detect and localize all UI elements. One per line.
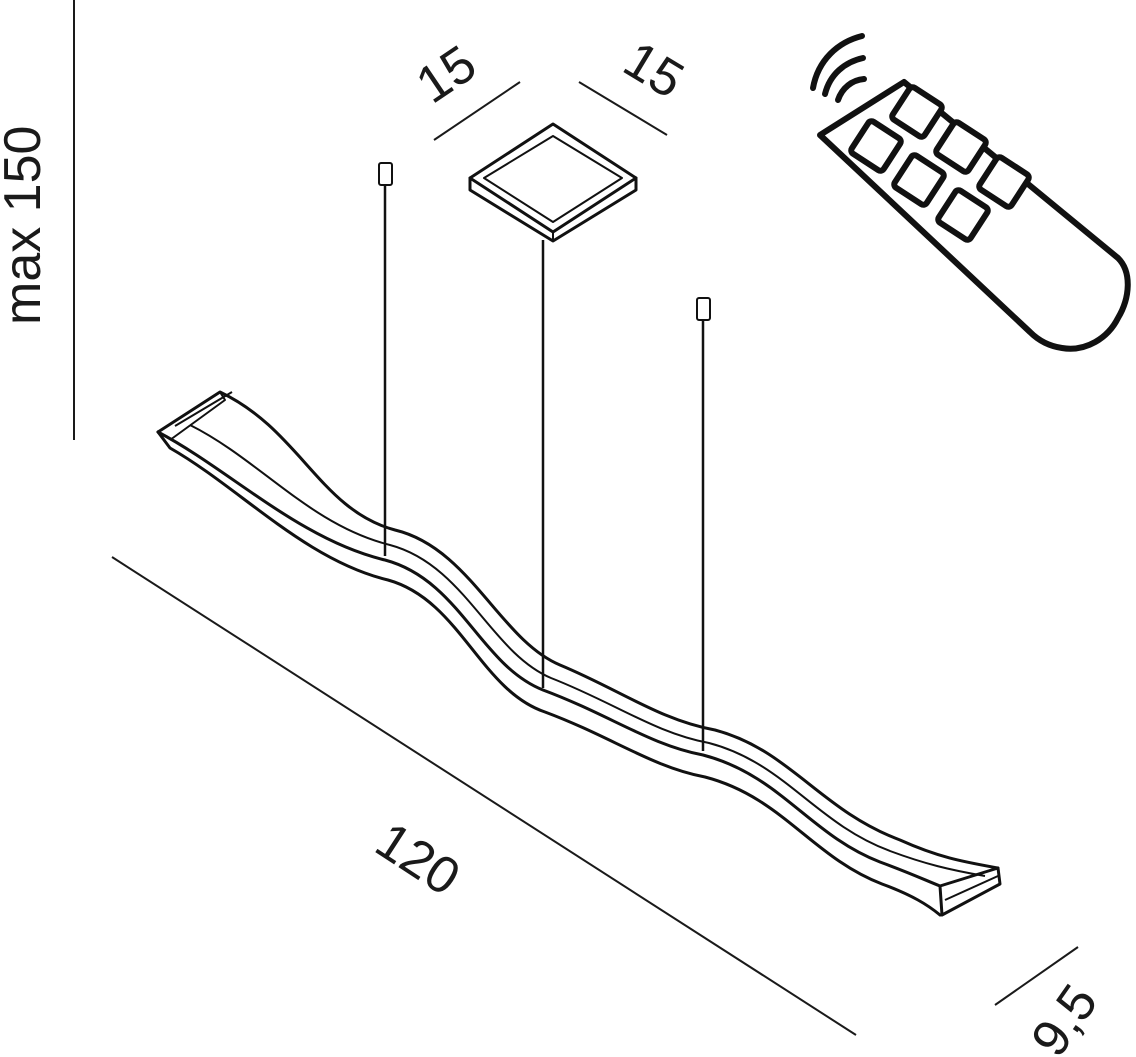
remote-button <box>976 154 1032 210</box>
wavy-lamp-body <box>156 390 1002 917</box>
canopy-depth-label: 15 <box>614 31 693 111</box>
signal-wave-icon <box>810 33 865 91</box>
canopy-width-label: 15 <box>406 35 486 115</box>
ceiling-canopy <box>468 122 638 243</box>
width-label: 9,5 <box>1020 974 1109 1057</box>
length-label: 120 <box>365 811 469 907</box>
remote-button <box>848 118 904 174</box>
cable-clamp-right <box>696 297 711 321</box>
length-dimension-line <box>111 556 857 1036</box>
canopy-depth-dimension-line <box>578 81 668 136</box>
cable-clamp-left <box>378 162 393 186</box>
remote-button <box>891 152 947 208</box>
suspension-cables <box>378 162 711 751</box>
remote-button <box>935 187 991 243</box>
width-dimension-line <box>994 946 1079 1006</box>
remote-button <box>933 119 989 175</box>
remote-button <box>889 84 945 140</box>
remote-control-icon <box>810 33 1131 352</box>
canopy-width-dimension-line <box>433 81 521 141</box>
height-label: max 150 <box>0 126 52 325</box>
